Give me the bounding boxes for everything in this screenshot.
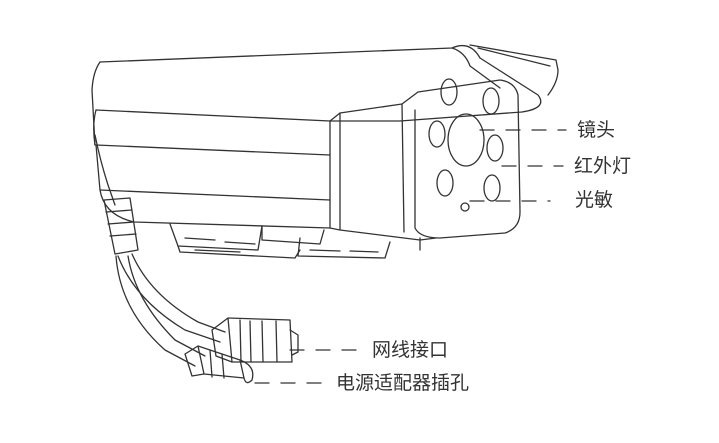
label-power-jack: 电源适配器插孔 xyxy=(336,372,470,394)
ir-led xyxy=(428,120,446,148)
front-bezel xyxy=(329,79,521,251)
power-jack-connector xyxy=(184,345,254,384)
lens xyxy=(447,113,485,167)
mount-bracket xyxy=(169,223,391,259)
network-connector xyxy=(211,317,299,363)
label-ir-light: 红外灯 xyxy=(574,155,632,177)
sun-shield xyxy=(91,44,559,146)
ir-led xyxy=(440,78,458,106)
photosensor xyxy=(460,202,470,212)
ir-led xyxy=(483,174,501,202)
label-photosensor: 光敏 xyxy=(575,189,614,211)
ir-led xyxy=(436,169,454,197)
leader-lines xyxy=(254,129,567,384)
label-lens: 镜头 xyxy=(577,119,616,141)
ir-led-group xyxy=(428,78,504,202)
ir-led xyxy=(482,87,500,115)
ir-led xyxy=(486,134,504,162)
cable-assembly xyxy=(94,134,226,367)
label-network-port: 网线接口 xyxy=(372,339,449,361)
